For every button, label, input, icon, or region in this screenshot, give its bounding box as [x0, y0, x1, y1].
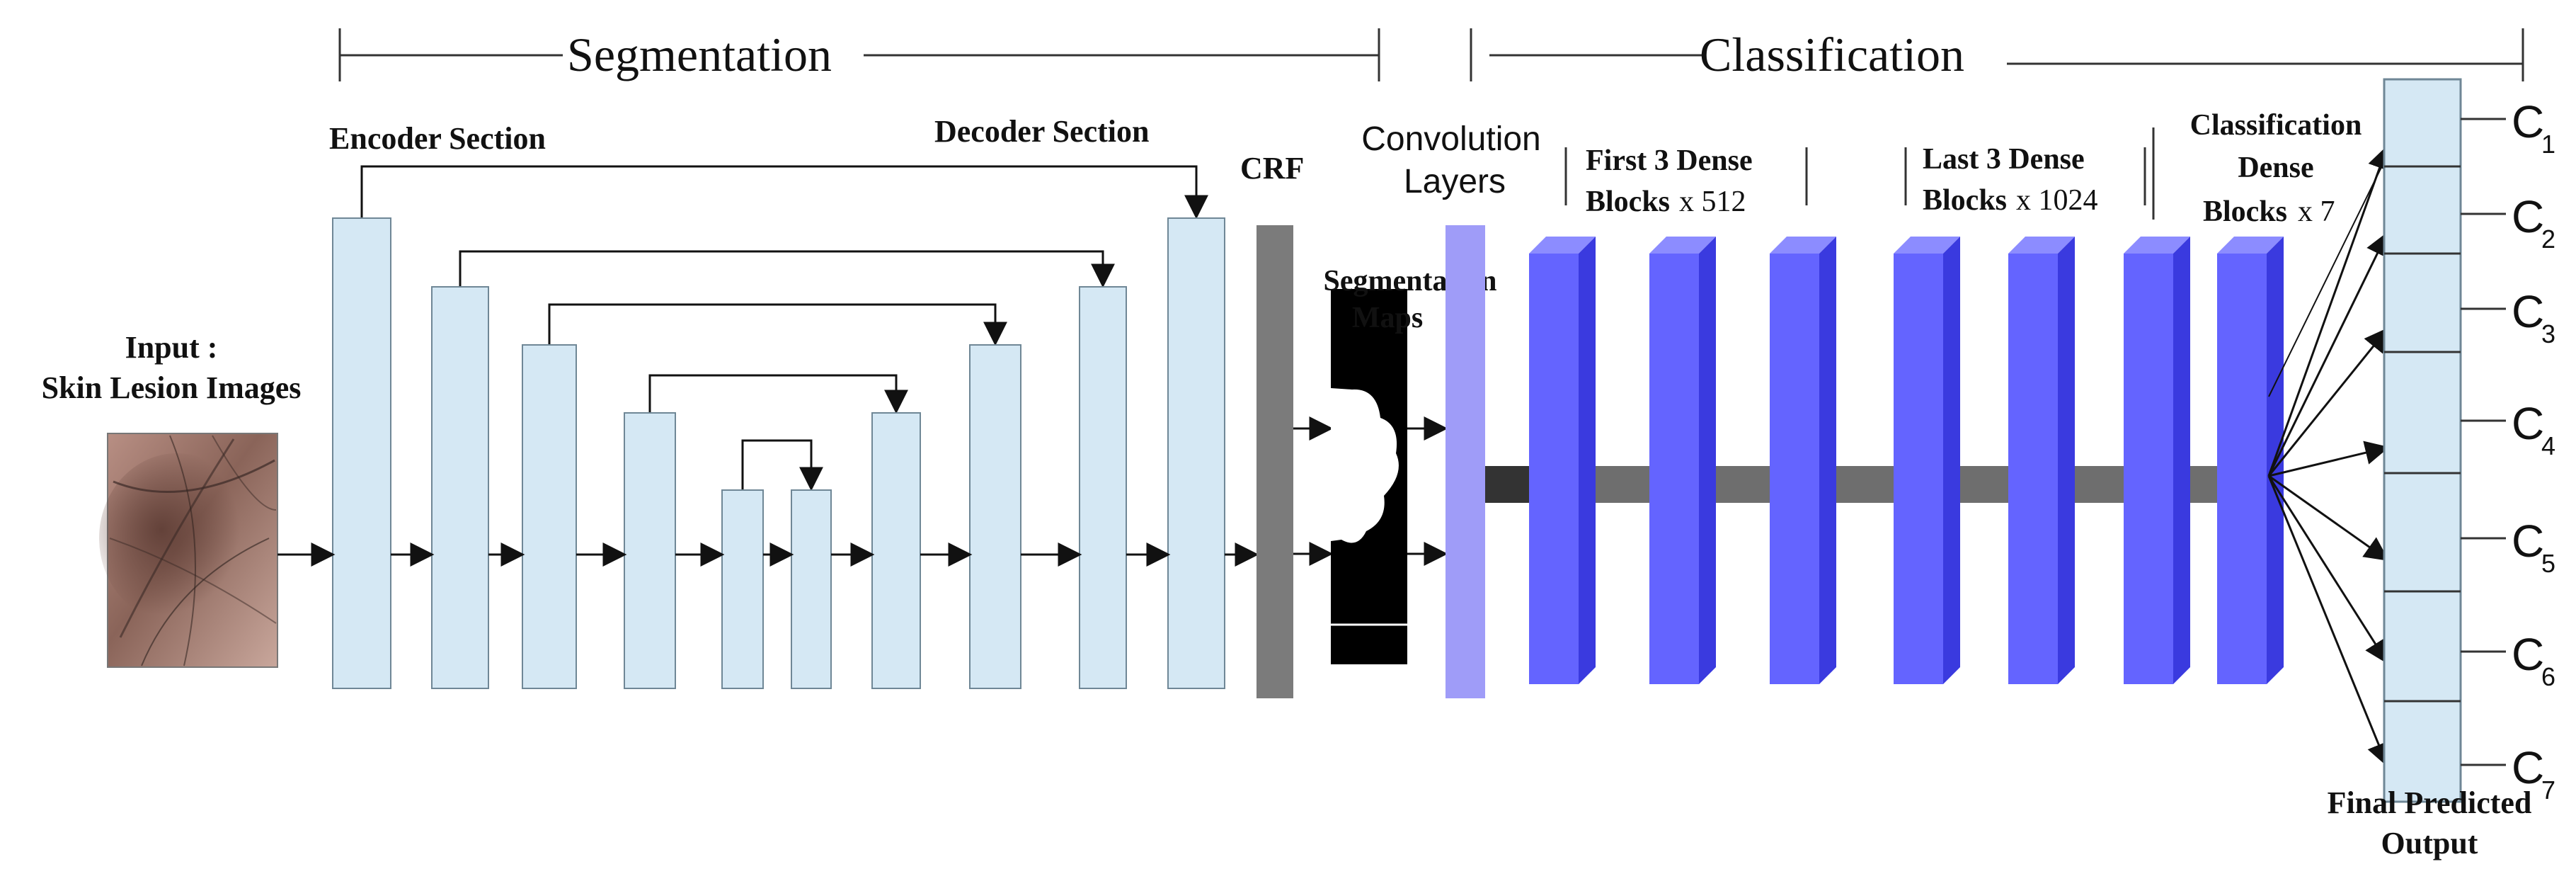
skip-connection-3 [548, 303, 1007, 346]
segmentation-maps-label-2: Maps [1352, 302, 1423, 334]
svg-text:Blocks: Blocks [1923, 184, 2007, 217]
svg-text:Skin Lesion Images: Skin Lesion Images [42, 370, 302, 405]
dense-block-2 [1649, 237, 1716, 684]
encoder-section-label: Encoder Section [329, 121, 546, 156]
output-arrow-5 [2268, 475, 2389, 561]
dense-connector-7 [2190, 466, 2217, 503]
skip-connection-5 [741, 439, 823, 492]
skip-connection-2 [459, 250, 1115, 288]
dense-connectors [1485, 466, 2217, 503]
svg-text:x 7: x 7 [2298, 195, 2335, 228]
output-arrow-6 [2267, 475, 2388, 664]
dense-block-5 [2008, 237, 2075, 684]
unet-blocks [332, 217, 1225, 689]
unet-block-7 [871, 412, 921, 689]
class-label-2: C [2512, 191, 2544, 242]
class-subscript-3: 3 [2541, 319, 2555, 348]
class-label-4: C [2512, 398, 2544, 449]
output-arrow-3 [2267, 327, 2389, 477]
segmentation-title: Segmentation [567, 28, 832, 81]
dense-connector-6 [2075, 466, 2124, 503]
input-label: Input : Skin Lesion Images [42, 330, 302, 405]
svg-text:Dense: Dense [2238, 152, 2313, 184]
class-subscript-2: 2 [2541, 225, 2555, 254]
convolution-bar [1446, 225, 1485, 698]
unet-block-4 [624, 412, 676, 689]
skip-connection-1 [360, 165, 1208, 220]
svg-text:x 512: x 512 [1679, 186, 1746, 218]
unet-block-8 [969, 344, 1021, 689]
output-arrow-extra [2268, 155, 2388, 397]
crf-bar [1256, 225, 1293, 698]
dense-connector-5 [1960, 466, 2008, 503]
flow-arrows [277, 416, 1448, 567]
class-label-5: C [2512, 516, 2544, 567]
final-output-box [2383, 78, 2462, 803]
unet-block-10 [1167, 217, 1225, 689]
classification-dense-blocks-label: Classification Dense Blocks x 7 [2152, 109, 2362, 228]
classification-header: Classification [1470, 28, 2524, 81]
class-subscript-1: 1 [2541, 130, 2555, 159]
dense-connector-1 [1485, 466, 1529, 503]
dense-block-3 [1770, 237, 1836, 684]
class-label-3: C [2512, 286, 2544, 337]
segmentation-header: Segmentation [338, 28, 1380, 81]
decoder-section-label: Decoder Section [934, 114, 1149, 149]
output-arrow-1 [2267, 144, 2391, 477]
dense-connector-3 [1716, 466, 1770, 503]
dense-blocks [1529, 237, 2284, 684]
class-subscript-5: 5 [2541, 549, 2555, 578]
final-output-label-2: Output [2381, 826, 2478, 861]
dense-connector-2 [1596, 466, 1649, 503]
svg-text:Blocks: Blocks [1586, 186, 1670, 218]
dense-connector-4 [1836, 466, 1894, 503]
svg-text:x 1024: x 1024 [2016, 184, 2098, 217]
dense-block-6 [2124, 237, 2190, 684]
class-subscript-7: 7 [2541, 776, 2555, 805]
class-subscript-4: 4 [2541, 431, 2555, 460]
unet-block-9 [1079, 286, 1127, 689]
output-arrow-4 [2268, 441, 2390, 477]
skip-connection-4 [648, 374, 908, 414]
class-label-1: C [2512, 96, 2544, 147]
segmentation-map [1331, 289, 1407, 664]
crf-label: CRF [1240, 151, 1304, 186]
svg-text:First 3 Dense: First 3 Dense [1586, 144, 1753, 177]
svg-text:Input :: Input : [125, 330, 218, 365]
convolution-label-1: Convolution [1361, 120, 1541, 158]
dense-block-4 [1894, 237, 1960, 684]
output-arrow-2 [2267, 231, 2388, 477]
final-output-label-1: Final Predicted [2328, 785, 2532, 820]
skip-connections [360, 165, 1208, 492]
class-subscript-6: 6 [2541, 662, 2555, 691]
unet-block-2 [431, 286, 489, 689]
first-dense-blocks-label: First 3 Dense Blocks x 512 [1564, 144, 1808, 218]
class-label-7: C [2512, 742, 2544, 793]
svg-text:Last 3 Dense: Last 3 Dense [1923, 143, 2085, 176]
unet-block-3 [522, 344, 577, 689]
unet-block-1 [332, 217, 391, 689]
dense-block-1 [1529, 237, 1596, 684]
classification-title: Classification [1700, 28, 1964, 81]
unet-block-6 [791, 489, 832, 689]
output-arrows [2267, 144, 2391, 768]
convolution-label-2: Layers [1404, 163, 1506, 200]
svg-text:Blocks: Blocks [2203, 195, 2287, 228]
svg-text:Classification: Classification [2190, 109, 2362, 142]
skin-lesion-image [99, 433, 278, 668]
unet-block-5 [721, 489, 764, 689]
output-arrow-7 [2267, 475, 2391, 768]
last-dense-blocks-label: Last 3 Dense Blocks x 1024 [1904, 143, 2146, 217]
class-label-6: C [2512, 629, 2544, 680]
